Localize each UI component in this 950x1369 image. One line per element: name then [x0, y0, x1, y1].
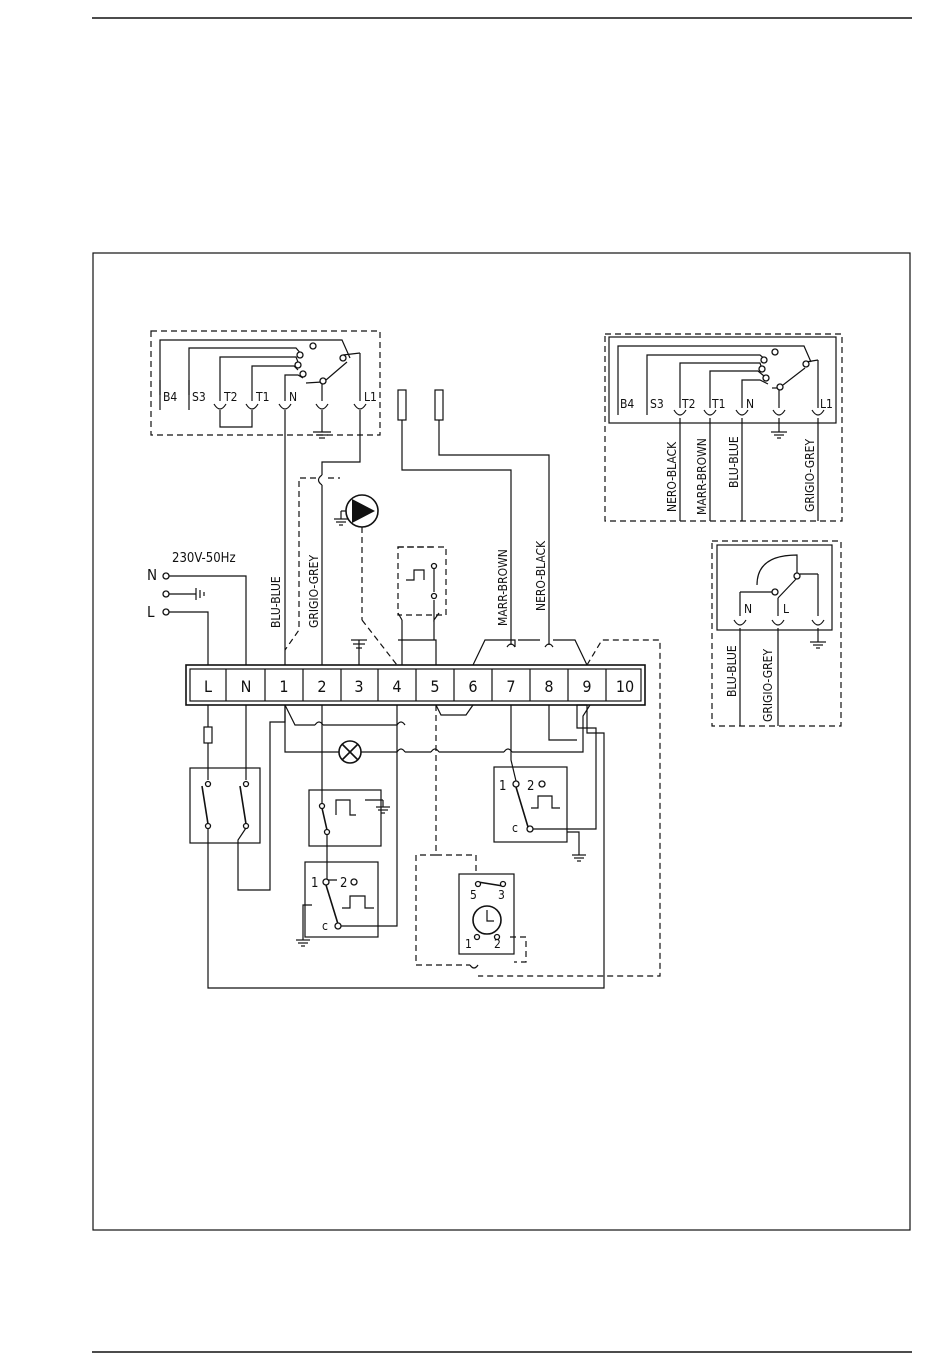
label-t2: T2 — [223, 390, 237, 404]
terminal-n: N — [241, 677, 252, 696]
boiler-thermo-contact-c: c — [322, 919, 328, 933]
boiler-thermo-contact-2: 2 — [340, 876, 347, 891]
label-pump-n: N — [744, 602, 752, 616]
label-t2-right: T2 — [681, 397, 695, 411]
wire-label-marr-brown: MARR-BROWN — [496, 549, 510, 626]
wire-label-pump-grigio-grey: GRIGIO-GREY — [761, 649, 775, 722]
wire-label-pump-blu-blue: BLU-BLUE — [725, 645, 739, 697]
dhw-thermo-contact-2: 2 — [527, 779, 534, 794]
label-n: N — [289, 390, 297, 404]
terminal-9: 9 — [582, 677, 591, 696]
wire-label-marr-brown-right: MARR-BROWN — [695, 438, 709, 515]
label-l1-right: L1 — [820, 397, 833, 411]
connector-box-left: B4 S3 T2 T1 N L1 — [151, 331, 380, 438]
label-t1-right: T1 — [711, 397, 725, 411]
label-s3-right: S3 — [650, 397, 664, 411]
power-supply: 230V-50Hz N L — [147, 551, 246, 665]
terminal-3: 3 — [354, 677, 363, 696]
wire-label-blu-blue-right: BLU-BLUE — [727, 436, 741, 488]
boiler-thermo-contact-1: 1 — [311, 876, 318, 891]
label-n-right: N — [746, 397, 754, 411]
dhw-thermo-contact-c: c — [512, 821, 518, 835]
timer-clock: 5 3 1 2 — [416, 705, 526, 968]
terminal-8: 8 — [544, 677, 553, 696]
supply-voltage-label: 230V-50Hz — [172, 551, 236, 566]
timer-contact-5: 5 — [470, 888, 477, 902]
timer-contact-3: 3 — [498, 888, 505, 902]
indicator-lamp — [285, 705, 590, 763]
terminal-block: L N 1 2 3 4 5 6 7 8 9 10 — [186, 665, 645, 705]
label-s3: S3 — [192, 390, 206, 404]
terminal-l: L — [204, 677, 212, 696]
dhw-thermo-contact-1: 1 — [499, 779, 506, 794]
terminal-1: 1 — [279, 677, 288, 696]
label-l1: L1 — [364, 390, 377, 404]
wire-label-grigio-grey-right: GRIGIO-GREY — [803, 439, 817, 512]
connector-box-right: B4 S3 T2 T1 N L1 NERO-BLACK MARR-BROWN B… — [605, 334, 842, 521]
wire-label-nero-black: NERO-BLACK — [534, 540, 548, 611]
label-b4: B4 — [163, 390, 177, 404]
timer-contact-1: 1 — [465, 937, 472, 951]
terminal-5: 5 — [430, 677, 439, 696]
wire-label-grigio-grey: GRIGIO-GREY — [307, 555, 321, 628]
supply-n-label: N — [147, 566, 157, 584]
diagram-frame — [93, 253, 910, 1230]
wire-label-nero-black-right: NERO-BLACK — [665, 441, 679, 512]
label-t1: T1 — [255, 390, 269, 404]
terminal-2: 2 — [317, 677, 326, 696]
safety-thermostat — [309, 705, 390, 880]
dhw-thermostat: 1 2 c — [494, 705, 596, 861]
sensor-probes: MARR-BROWN NERO-BLACK — [398, 390, 549, 645]
terminal-10: 10 — [616, 677, 634, 696]
terminal-7: 7 — [506, 677, 515, 696]
room-thermostat — [398, 547, 446, 665]
label-pump-l: L — [783, 602, 789, 616]
terminal-6: 6 — [468, 677, 477, 696]
label-b4-right: B4 — [620, 397, 634, 411]
terminal-4: 4 — [392, 677, 401, 696]
pump-connector-box: N L BLU-BLUE GRIGIO-GREY — [712, 541, 841, 726]
supply-l-label: L — [147, 603, 155, 621]
wire-label-blu-blue: BLU-BLUE — [269, 576, 283, 628]
